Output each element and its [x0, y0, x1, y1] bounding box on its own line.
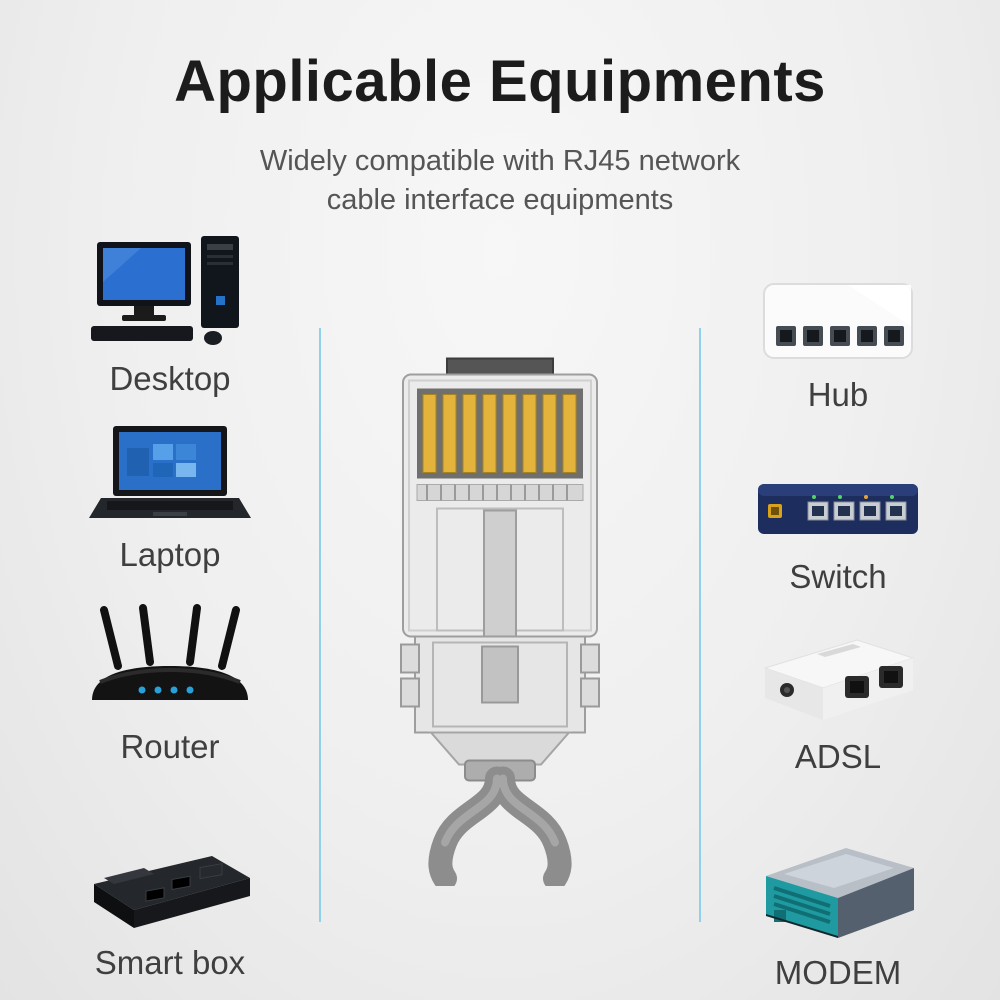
switch-icon: [758, 484, 918, 534]
left-connector-line: [319, 328, 321, 922]
device-router: Router: [55, 604, 285, 766]
device-switch: Switch: [718, 470, 958, 596]
adsl-icon: [763, 639, 915, 720]
page-title: Applicable Equipments: [174, 49, 826, 114]
device-label-desktop: Desktop: [109, 360, 231, 397]
device-label-smart-box: Smart box: [94, 944, 246, 981]
hub-icon: [763, 283, 913, 359]
page-subtitle: Widely compatible with RJ45 network cabl…: [0, 142, 1000, 220]
device-label-adsl: ADSL: [794, 738, 882, 775]
device-modem: MODEM: [718, 836, 958, 992]
rj45-connector-icon: [400, 357, 600, 886]
device-label-hub: Hub: [807, 376, 869, 413]
modem-icon: [766, 848, 914, 938]
device-hub: Hub: [718, 280, 958, 414]
device-smart-box: Smart box: [55, 840, 285, 982]
router-icon: [92, 604, 248, 700]
laptop-icon: [89, 426, 251, 518]
device-label-router: Router: [120, 728, 220, 765]
device-desktop: Desktop: [55, 234, 285, 398]
device-label-laptop: Laptop: [119, 536, 221, 573]
device-laptop: Laptop: [55, 424, 285, 574]
subtitle-line-1: Widely compatible with RJ45 network: [259, 145, 741, 177]
subtitle-line-2: cable interface equipments: [326, 184, 674, 217]
device-adsl: ADSL: [718, 630, 958, 776]
desktop-icon: [91, 236, 239, 345]
right-connector-line: [699, 328, 701, 922]
device-label-switch: Switch: [789, 558, 887, 595]
smart-box-icon: [94, 856, 250, 928]
device-label-modem: MODEM: [774, 954, 902, 991]
